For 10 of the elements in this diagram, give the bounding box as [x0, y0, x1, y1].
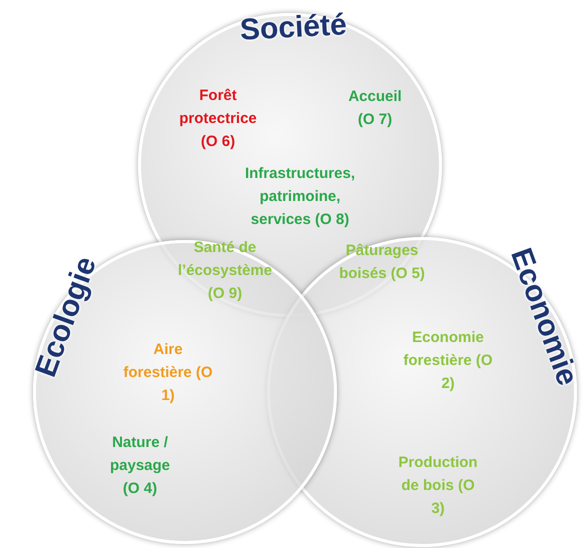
objective-label: Forêt protectrice (O 6)	[178, 86, 258, 152]
objective-label: Economie forestière (O 2)	[403, 328, 493, 394]
objective-label: Pâturages boisés (O 5)	[338, 241, 426, 284]
objective-label: Aire forestière (O 1)	[123, 340, 213, 406]
objective-label: Accueil (O 7)	[347, 87, 403, 130]
objective-label: Production de bois (O 3)	[397, 452, 479, 518]
objective-label: Santé de l’écosystème (O 9)	[176, 238, 274, 304]
circle-title: Société	[238, 8, 348, 48]
objective-label: Infrastructures, patrimoine, services (O 8)	[244, 164, 356, 230]
objective-label: Nature / paysage (O 4)	[108, 432, 172, 498]
